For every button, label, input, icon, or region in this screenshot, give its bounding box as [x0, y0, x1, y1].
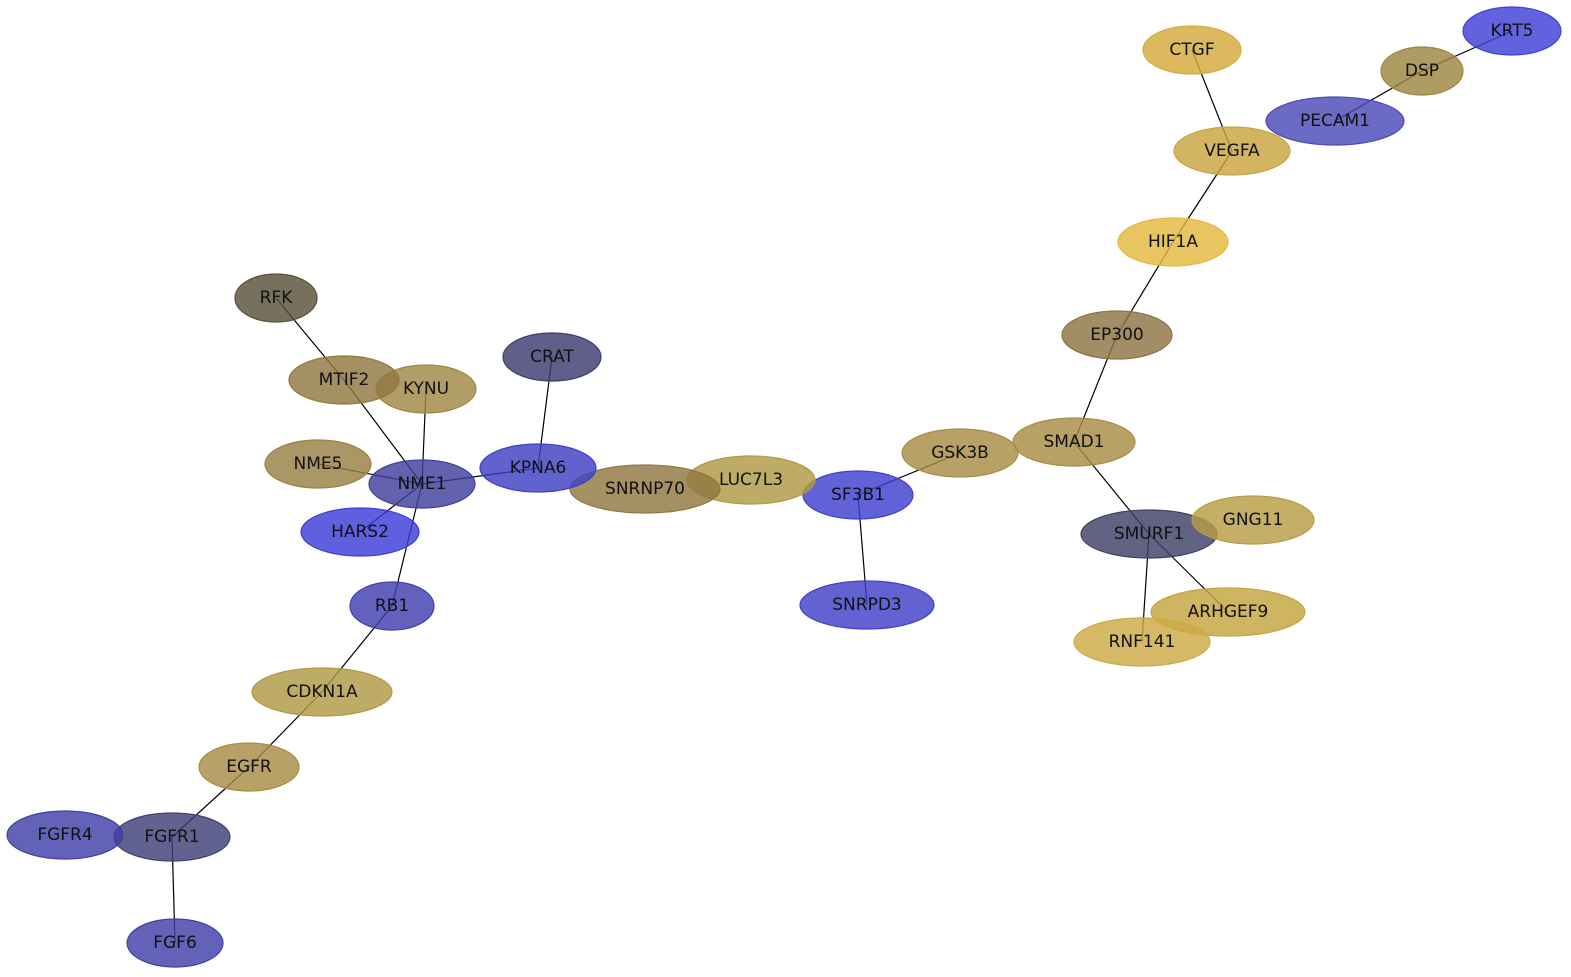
node-label-hif1a: HIF1A — [1148, 232, 1198, 252]
node-pecam1[interactable]: PECAM1 — [1265, 96, 1405, 146]
node-ellipse-hif1a[interactable] — [1117, 217, 1229, 267]
node-ellipse-egfr[interactable] — [198, 742, 300, 792]
node-fgf6[interactable]: FGF6 — [126, 918, 224, 968]
node-label-vegfa: VEGFA — [1204, 141, 1260, 161]
node-ellipse-arhgef9[interactable] — [1150, 587, 1306, 637]
node-label-kynu: KYNU — [403, 379, 449, 399]
node-ellipse-crat[interactable] — [502, 332, 602, 382]
node-label-gng11: GNG11 — [1223, 510, 1284, 530]
node-hif1a[interactable]: HIF1A — [1117, 217, 1229, 267]
node-label-ep300: EP300 — [1090, 325, 1143, 345]
node-snrnp70[interactable]: SNRNP70 — [569, 464, 721, 514]
node-ctgf[interactable]: CTGF — [1142, 25, 1242, 75]
node-label-mtif2: MTIF2 — [319, 370, 370, 390]
node-rnf141[interactable]: RNF141 — [1073, 617, 1211, 667]
node-ellipse-vegfa[interactable] — [1173, 126, 1291, 176]
node-ellipse-gng11[interactable] — [1191, 495, 1315, 545]
node-mtif2[interactable]: MTIF2 — [288, 355, 400, 405]
node-ellipse-fgfr4[interactable] — [6, 810, 124, 860]
node-label-nme1: NME1 — [398, 474, 447, 494]
node-ellipse-pecam1[interactable] — [1265, 96, 1405, 146]
node-ellipse-smad1[interactable] — [1012, 417, 1136, 467]
node-ellipse-nme5[interactable] — [264, 439, 372, 489]
node-arhgef9[interactable]: ARHGEF9 — [1150, 587, 1306, 637]
node-label-snrpd3: SNRPD3 — [832, 595, 901, 615]
node-label-pecam1: PECAM1 — [1300, 111, 1370, 131]
node-crat[interactable]: CRAT — [502, 332, 602, 382]
node-egfr[interactable]: EGFR — [198, 742, 300, 792]
node-label-krt5: KRT5 — [1491, 21, 1534, 41]
node-ellipse-kpna6[interactable] — [479, 443, 597, 493]
node-label-arhgef9: ARHGEF9 — [1188, 602, 1269, 622]
node-label-dsp: DSP — [1405, 61, 1439, 81]
node-label-rb1: RB1 — [375, 596, 409, 616]
node-label-snrnp70: SNRNP70 — [605, 479, 685, 499]
node-label-fgf6: FGF6 — [153, 933, 197, 953]
node-hars2[interactable]: HARS2 — [300, 507, 420, 557]
node-ellipse-dsp[interactable] — [1380, 46, 1464, 96]
node-label-smurf1: SMURF1 — [1114, 524, 1184, 544]
node-cdkn1a[interactable]: CDKN1A — [251, 667, 393, 717]
node-nme5[interactable]: NME5 — [264, 439, 372, 489]
node-ellipse-ctgf[interactable] — [1142, 25, 1242, 75]
node-ellipse-rb1[interactable] — [349, 581, 435, 631]
node-dsp[interactable]: DSP — [1380, 46, 1464, 96]
node-ellipse-snrnp70[interactable] — [569, 464, 721, 514]
node-ellipse-rfk[interactable] — [234, 273, 318, 323]
node-smurf1[interactable]: SMURF1 — [1080, 509, 1218, 559]
node-ellipse-mtif2[interactable] — [288, 355, 400, 405]
node-gsk3b[interactable]: GSK3B — [901, 428, 1019, 478]
node-label-kpna6: KPNA6 — [510, 458, 567, 478]
node-label-cdkn1a: CDKN1A — [286, 682, 358, 702]
node-label-rnf141: RNF141 — [1109, 632, 1176, 652]
node-ep300[interactable]: EP300 — [1061, 310, 1173, 360]
node-label-sf3b1: SF3B1 — [831, 485, 885, 505]
node-ellipse-krt5[interactable] — [1462, 6, 1562, 56]
node-smad1[interactable]: SMAD1 — [1012, 417, 1136, 467]
node-label-rfk: RFK — [260, 288, 294, 308]
node-label-nme5: NME5 — [294, 454, 343, 474]
node-label-egfr: EGFR — [226, 757, 272, 777]
node-gng11[interactable]: GNG11 — [1191, 495, 1315, 545]
node-ellipse-rnf141[interactable] — [1073, 617, 1211, 667]
node-ellipse-snrpd3[interactable] — [799, 580, 935, 630]
node-ellipse-cdkn1a[interactable] — [251, 667, 393, 717]
node-ellipse-gsk3b[interactable] — [901, 428, 1019, 478]
node-label-fgfr4: FGFR4 — [37, 825, 92, 845]
node-label-fgfr1: FGFR1 — [144, 827, 199, 847]
node-sf3b1[interactable]: SF3B1 — [802, 470, 914, 520]
node-label-crat: CRAT — [530, 347, 574, 367]
node-ellipse-fgf6[interactable] — [126, 918, 224, 968]
node-label-luc7l3: LUC7L3 — [719, 470, 783, 490]
node-rb1[interactable]: RB1 — [349, 581, 435, 631]
node-fgfr1[interactable]: FGFR1 — [113, 812, 231, 862]
node-rfk[interactable]: RFK — [234, 273, 318, 323]
node-label-smad1: SMAD1 — [1044, 432, 1105, 452]
node-label-gsk3b: GSK3B — [931, 443, 989, 463]
node-ellipse-hars2[interactable] — [300, 507, 420, 557]
node-vegfa[interactable]: VEGFA — [1173, 126, 1291, 176]
node-label-ctgf: CTGF — [1169, 40, 1214, 60]
node-kpna6[interactable]: KPNA6 — [479, 443, 597, 493]
node-krt5[interactable]: KRT5 — [1462, 6, 1562, 56]
node-snrpd3[interactable]: SNRPD3 — [799, 580, 935, 630]
node-ellipse-ep300[interactable] — [1061, 310, 1173, 360]
node-nme1[interactable]: NME1 — [368, 459, 476, 509]
node-ellipse-nme1[interactable] — [368, 459, 476, 509]
node-label-hars2: HARS2 — [331, 522, 389, 542]
node-kynu[interactable]: KYNU — [375, 364, 477, 414]
node-fgfr4[interactable]: FGFR4 — [6, 810, 124, 860]
node-ellipse-sf3b1[interactable] — [802, 470, 914, 520]
